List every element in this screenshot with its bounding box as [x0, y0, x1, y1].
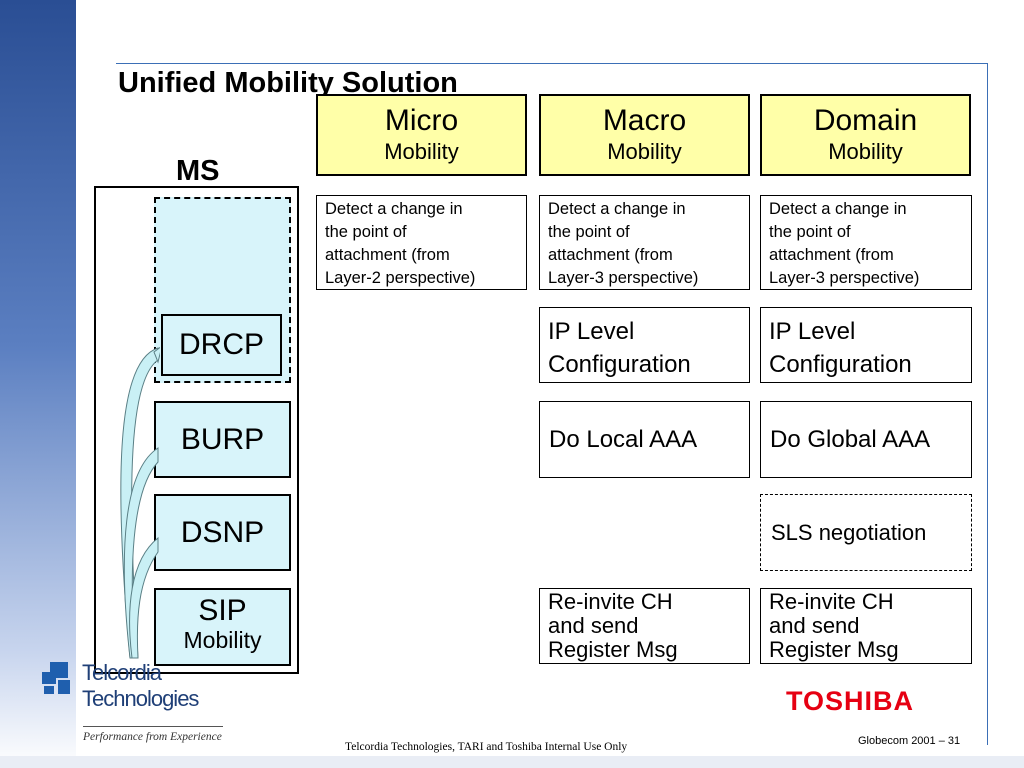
- cell-line: and send: [548, 613, 639, 638]
- cell-line: and send: [769, 613, 860, 638]
- telcordia-tagline: Performance from Experience: [83, 731, 222, 743]
- footer-confidentiality: Telcordia Technologies, TARI and Toshiba…: [345, 741, 628, 753]
- telcordia-technologies: Technologies: [82, 686, 199, 711]
- header-macro-line2: Mobility: [607, 139, 682, 164]
- cell-detect-micro: Detect a change in the point of attachme…: [316, 195, 527, 290]
- header-macro-mobility: Macro Mobility: [539, 94, 750, 176]
- cell-detect-domain: Detect a change in the point of attachme…: [760, 195, 972, 290]
- cell-line: IP Level: [769, 318, 856, 345]
- telcordia-name: Telcordia: [82, 660, 162, 685]
- cell-line: attachment (from: [548, 246, 673, 264]
- header-domain-mobility: Domain Mobility: [760, 94, 971, 176]
- footer-page-number: Globecom 2001 – 31: [858, 735, 961, 747]
- cell-line: Layer-2 perspective): [325, 269, 476, 287]
- cell-line: IP Level: [548, 318, 635, 345]
- tagline-rule: [83, 726, 223, 727]
- sip-mobility-box: SIP Mobility: [154, 588, 291, 666]
- slide-title: Unified Mobility Solution: [118, 67, 458, 99]
- cell-ip-config-domain: IP Level Configuration: [760, 307, 972, 383]
- cell-line: Layer-3 perspective): [548, 269, 699, 287]
- drcp-box: DRCP: [161, 314, 282, 376]
- cell-global-aaa: Do Global AAA: [760, 401, 972, 478]
- cell-line: Re-invite CH: [548, 589, 673, 614]
- cell-local-aaa: Do Local AAA: [539, 401, 750, 478]
- header-domain-line1: Domain: [813, 104, 918, 137]
- cell-line: Detect a change in: [325, 200, 463, 218]
- cell-line: Layer-3 perspective): [769, 269, 920, 287]
- left-gradient-bar: [0, 0, 76, 768]
- header-micro-line2: Mobility: [384, 139, 459, 164]
- toshiba-logo: TOSHIBA: [786, 686, 915, 716]
- cell-line: the point of: [325, 223, 407, 241]
- right-rule: [987, 63, 988, 745]
- sip-label: SIP: [198, 594, 247, 627]
- cell-line: Configuration: [769, 351, 912, 378]
- header-micro-mobility: Micro Mobility: [316, 94, 527, 176]
- curved-arrows: [120, 346, 160, 659]
- cell-line: Register Msg: [769, 637, 899, 662]
- top-rule: [116, 63, 988, 64]
- cell-detect-macro: Detect a change in the point of attachme…: [539, 195, 750, 290]
- dsnp-box: DSNP: [154, 494, 291, 571]
- cell-line: the point of: [548, 223, 630, 241]
- cell-line: the point of: [769, 223, 851, 241]
- cell-line: Configuration: [548, 351, 691, 378]
- sip-mobility-label: Mobility: [183, 627, 262, 653]
- cell-line: Re-invite CH: [769, 589, 894, 614]
- header-micro-line1: Micro: [384, 104, 459, 137]
- cell-line: Detect a change in: [769, 200, 907, 218]
- header-macro-line1: Macro: [602, 104, 687, 137]
- telcordia-logo: [42, 662, 70, 694]
- cell-ip-config-macro: IP Level Configuration: [539, 307, 750, 383]
- burp-box: BURP: [154, 401, 291, 478]
- cell-reinvite-domain: Re-invite CH and send Register Msg: [760, 588, 972, 664]
- cell-line: attachment (from: [769, 246, 894, 264]
- cell-line: Detect a change in: [548, 200, 686, 218]
- header-domain-line2: Mobility: [828, 139, 903, 164]
- cell-sls-negotiation: SLS negotiation: [760, 494, 972, 571]
- ms-label: MS: [176, 155, 220, 187]
- cell-reinvite-macro: Re-invite CH and send Register Msg: [539, 588, 750, 664]
- ms-container: [94, 186, 299, 674]
- cell-line: Register Msg: [548, 637, 678, 662]
- bottom-band: [0, 756, 1024, 768]
- cell-line: attachment (from: [325, 246, 450, 264]
